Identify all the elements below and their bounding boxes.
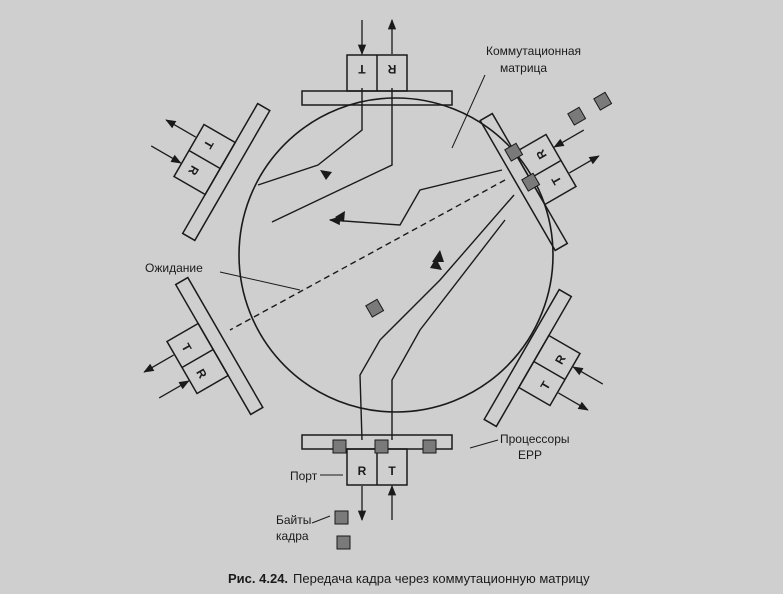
port-letter-receive: R (185, 163, 202, 178)
frame-byte (567, 106, 587, 126)
port-letter-transmit: T (179, 341, 195, 355)
figure-caption: Рис. 4.24. Передача кадра через коммутаци… (228, 571, 590, 586)
frame-bytes-label-line2: кадра (276, 529, 309, 543)
port-letter-transmit: T (200, 138, 216, 152)
port-letter-transmit: T (538, 378, 554, 392)
inbound-arrow (553, 129, 585, 148)
frame-path-bottom-to-right (359, 194, 515, 441)
port-box (172, 123, 237, 196)
frame-path-top-left-return (271, 88, 393, 223)
port-letter-receive: R (387, 62, 396, 76)
figure-title: Передача кадра через коммутационную матр… (293, 571, 590, 586)
frame-byte (374, 439, 389, 454)
port-letter-receive: R (552, 352, 569, 367)
arrowhead-upward-path (430, 258, 442, 270)
waiting-callout (219, 271, 301, 291)
outbound-arrow (165, 119, 196, 138)
arrowhead-top-path (320, 170, 332, 180)
switch-matrix-label: Коммутационная (486, 44, 581, 58)
waiting-dashed-path (229, 179, 506, 331)
processors-label-line2: EPP (518, 448, 542, 462)
switch-matrix-callout (451, 74, 486, 149)
outbound-arrow (558, 392, 589, 411)
frame-bytes-callout (311, 515, 331, 524)
inbound-arrow (158, 380, 190, 399)
port-divider (181, 348, 214, 369)
port-letter-receive: R (533, 147, 550, 162)
switch-matrix-label-line2: матрица (500, 61, 547, 75)
frame-path-top-left (257, 88, 363, 186)
frame-byte (504, 142, 524, 162)
port-upper-left: TR (150, 102, 271, 242)
outbound-arrow (143, 354, 174, 373)
outbound-arrow (569, 155, 600, 174)
frame-byte (365, 298, 385, 318)
frame-paths (229, 88, 515, 441)
port-letter-transmit: T (548, 173, 564, 187)
frame-path-right-to-top (328, 169, 503, 226)
processors-callout (469, 439, 499, 449)
waiting-label: Ожидание (145, 261, 203, 275)
arrowhead-return-path (335, 211, 345, 222)
port-letter-receive: R (358, 464, 367, 478)
port-letter-transmit: T (388, 464, 396, 478)
port-top: RT (301, 18, 453, 106)
epp-processor-bar (301, 90, 453, 106)
port-box (165, 322, 230, 395)
port-letter-transmit: T (358, 62, 366, 76)
frame-byte (422, 439, 437, 454)
port-divider (529, 159, 562, 180)
frame-byte (334, 510, 349, 525)
port-lower-left: TR (143, 276, 264, 416)
processors-label: Процессоры (500, 432, 570, 446)
port-label: Порт (290, 469, 318, 483)
path-arrowheads (320, 170, 444, 270)
port-divider (533, 360, 566, 381)
inbound-arrow (572, 366, 604, 385)
switch-matrix-circle (238, 97, 554, 413)
frame-byte (332, 439, 347, 454)
arrowhead-inbound-path (432, 250, 444, 262)
callouts (219, 74, 499, 524)
frame-byte (593, 91, 613, 111)
inbound-arrow (150, 145, 182, 164)
port-divider (188, 149, 221, 170)
figure-number: Рис. 4.24. (228, 571, 288, 586)
port-letter-receive: R (193, 366, 210, 381)
frame-byte (336, 535, 351, 550)
frame-bytes (332, 91, 613, 550)
frame-byte (521, 172, 541, 192)
frame-path-right-inbound (391, 219, 506, 440)
frame-bytes-label: Байты (276, 513, 311, 527)
